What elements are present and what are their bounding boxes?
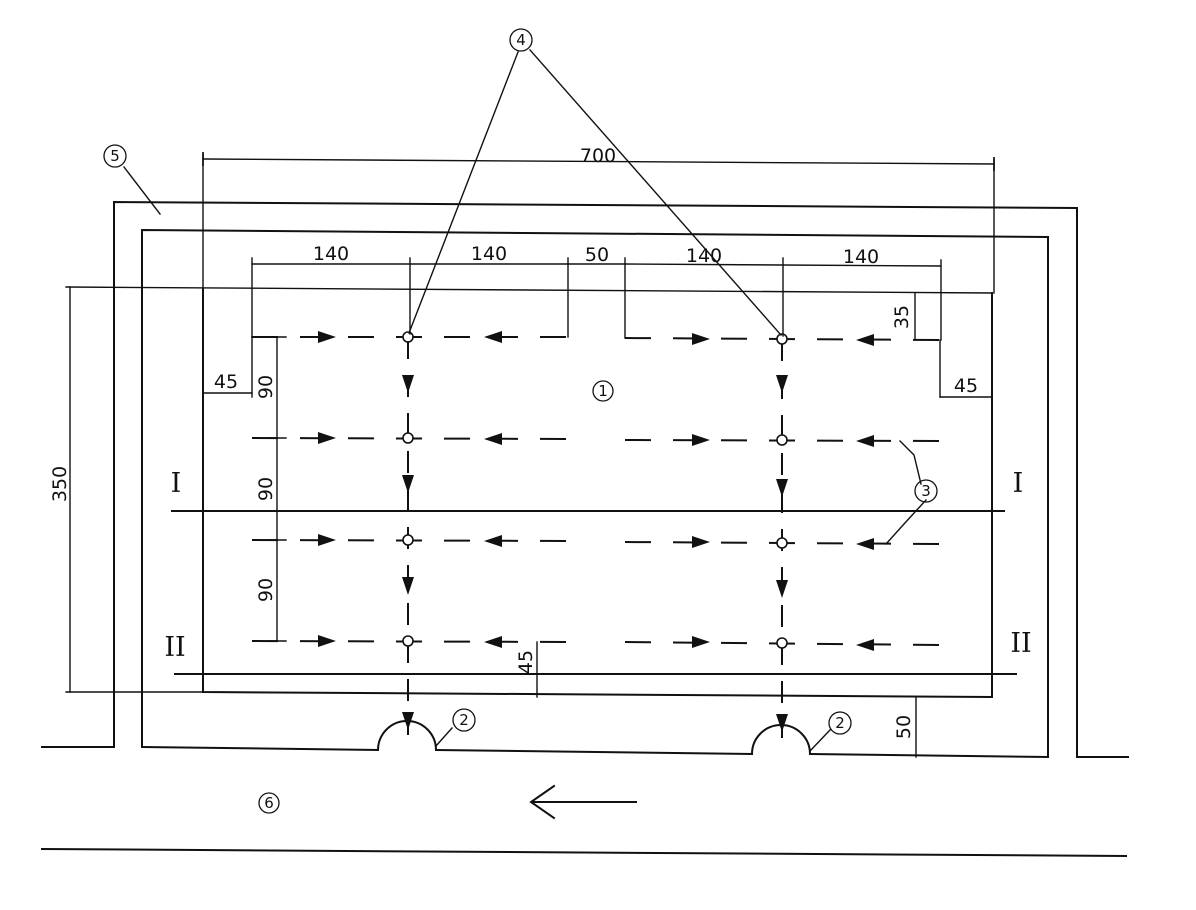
dim-label-350: 350 — [49, 466, 71, 502]
svg-text:1: 1 — [598, 382, 608, 400]
dim-label-45-right: 45 — [954, 375, 978, 397]
callout-2-left: 2 — [452, 708, 476, 732]
callout-4: 4 — [509, 28, 533, 52]
dim-row-spacing — [267, 336, 287, 642]
dim-overall-width — [202, 151, 995, 294]
section-mark-II-right: II — [1010, 628, 1031, 659]
svg-text:4: 4 — [516, 31, 526, 49]
dim-label-140-c: 140 — [686, 245, 722, 267]
svg-text:5: 5 — [110, 147, 120, 165]
dim-label-90-c: 90 — [255, 578, 277, 602]
inlet-nodes — [402, 331, 788, 649]
flow-arrowheads — [318, 331, 874, 732]
callout-3: 3 — [914, 479, 938, 503]
yard-area — [65, 286, 993, 699]
callout-1: 1 — [592, 380, 614, 402]
svg-text:3: 3 — [921, 482, 931, 500]
dim-label-140-d: 140 — [843, 246, 879, 268]
dim-right-35 — [914, 292, 941, 398]
callout-6: 6 — [258, 792, 280, 814]
drain-lines — [251, 336, 941, 738]
dim-label-45-bottom: 45 — [515, 650, 537, 674]
dim-label-90-a: 90 — [255, 375, 277, 399]
callout-5: 5 — [103, 144, 127, 168]
callout-2-right: 2 — [828, 711, 852, 735]
svg-text:2: 2 — [459, 711, 469, 729]
dim-label-45-left: 45 — [214, 371, 238, 393]
dim-label-35: 35 — [891, 305, 913, 329]
dim-label-140-b: 140 — [471, 243, 507, 265]
dim-label-700: 700 — [580, 145, 616, 167]
dim-left-45 — [202, 336, 253, 398]
dim-top-chain — [251, 257, 942, 341]
dim-label-50-top: 50 — [585, 244, 609, 266]
leaders — [123, 49, 927, 752]
outer-fence — [113, 200, 1078, 758]
road — [40, 745, 1129, 858]
svg-text:2: 2 — [835, 714, 845, 732]
section-mark-I-left: I — [171, 468, 182, 499]
section-mark-II-left: II — [164, 632, 185, 663]
dim-label-90-b: 90 — [255, 477, 277, 501]
dim-label-140-a: 140 — [313, 243, 349, 265]
section-mark-I-right: I — [1013, 468, 1024, 499]
svg-text:6: 6 — [264, 794, 274, 812]
dim-label-50-bottom: 50 — [893, 715, 915, 739]
